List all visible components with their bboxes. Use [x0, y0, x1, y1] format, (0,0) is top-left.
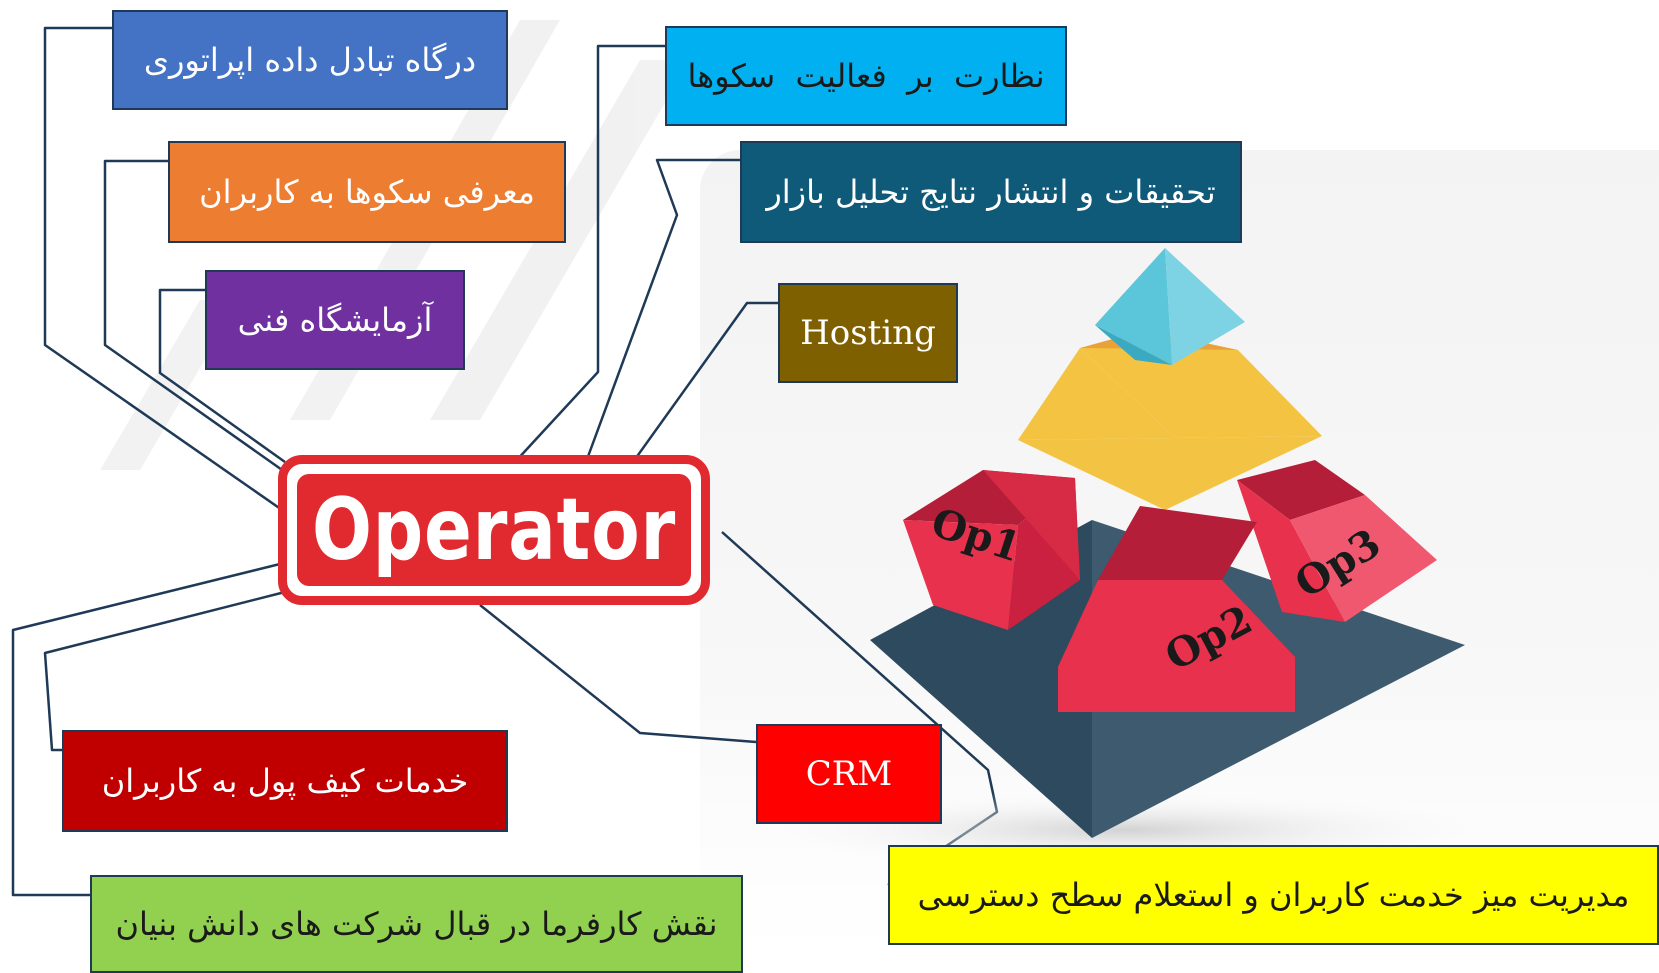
box-employer: نقش کارفرما در قبال شرکت های دانش بنیان: [90, 875, 743, 973]
box-tech-lab: آزمایشگاه فنی: [205, 270, 465, 370]
box-service-desk-label: مدیریت میز خدمت کاربران و استعلام سطح دس…: [917, 875, 1630, 914]
box-wallet: خدمات کیف پول به کاربران: [62, 730, 508, 832]
operator-label: Operator: [311, 480, 677, 580]
connector-tech-lab: [158, 288, 286, 464]
box-hosting-label: Hosting: [800, 312, 936, 353]
op3-block: [1237, 460, 1437, 622]
connector-crm: [479, 604, 757, 744]
box-exchange-portal-label: درگاه تبادل داده اپراتوری: [143, 40, 477, 79]
box-exchange-portal: درگاه تبادل داده اپراتوری: [112, 10, 508, 110]
box-research-label: تحقیقات و انتشار نتایج تحلیل بازار: [766, 172, 1216, 211]
pyramid-middle-left-face: [1018, 348, 1175, 440]
box-employer-label: نقش کارفرما در قبال شرکت های دانش بنیان: [115, 904, 718, 943]
connector-research: [584, 158, 740, 463]
pyramid-top-left-face: [1095, 248, 1172, 365]
connector-employer: [11, 560, 289, 897]
pyramid-top-right-face: [1165, 248, 1245, 365]
box-tech-lab-label: آزمایشگاه فنی: [237, 300, 433, 339]
box-crm-label: CRM: [805, 753, 893, 794]
pyramid-top-dark: [1095, 325, 1172, 365]
box-research: تحقیقات و انتشار نتایج تحلیل بازار: [740, 141, 1242, 243]
pyramid-middle-front: [1018, 436, 1322, 510]
box-supervision: نظارت بر فعالیت سکوها: [665, 26, 1067, 126]
box-hosting: Hosting: [778, 283, 958, 383]
operator-stamp: Operator: [278, 455, 710, 605]
operator-stamp-fill: [297, 474, 691, 586]
connector-exchange-portal: [43, 26, 286, 514]
box-supervision-label: نظارت بر فعالیت سکوها: [687, 56, 1045, 95]
connector-wallet: [43, 590, 286, 752]
box-wallet-label: خدمات کیف پول به کاربران: [101, 761, 469, 800]
connector-hosting: [631, 301, 778, 463]
box-introduce-platforms-label: معرفی سکوها به کاربران: [199, 172, 535, 211]
pyramid-middle-right-face: [1080, 348, 1322, 438]
box-introduce-platforms: معرفی سکوها به کاربران: [168, 141, 566, 243]
connectors: [11, 26, 999, 897]
box-service-desk: مدیریت میز خدمت کاربران و استعلام سطح دس…: [888, 845, 1659, 945]
box-crm: CRM: [756, 724, 942, 824]
connector-supervision: [514, 44, 665, 463]
op1-block: [903, 470, 1080, 630]
connector-introduce-platforms: [103, 159, 286, 474]
op2-block: [1058, 506, 1295, 712]
